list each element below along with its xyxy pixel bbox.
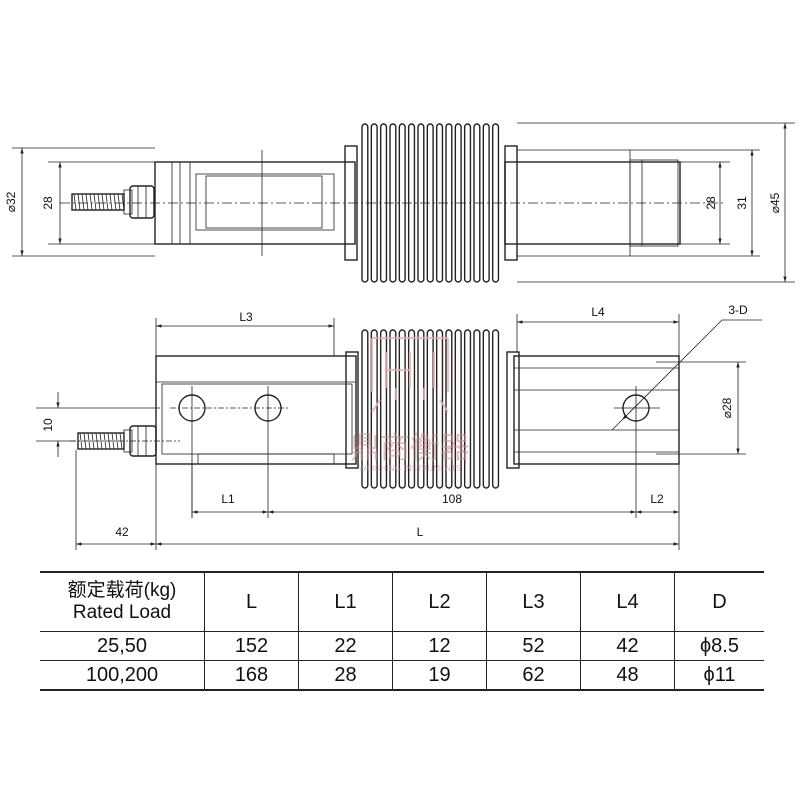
watermark-logo: 鼎商衡器 WEIGHING INSTRUMENTS [350, 336, 470, 473]
bellows-fold [389, 329, 397, 489]
thread-line [109, 193, 113, 211]
cell-D: ϕ11 [674, 660, 764, 691]
thread-line [111, 432, 115, 450]
thread-line [113, 193, 117, 211]
thread-line [97, 193, 101, 211]
cell-L4: 42 [580, 631, 675, 661]
cell-L1: 22 [298, 631, 393, 661]
table-row: 100,200 168 28 19 62 48 ϕ11 [40, 660, 764, 691]
front-view: 10 L3 L4 3-D ⌀28 L1 108 L2 42 [36, 303, 762, 550]
cell-load: 25,50 [40, 631, 205, 661]
bellows-fold [435, 329, 444, 489]
watermark-english: WEIGHING INSTRUMENTS [359, 464, 461, 473]
dim-108: 108 [442, 492, 462, 506]
thread-line [115, 432, 119, 450]
dim-L3: L3 [239, 310, 253, 324]
dim-L1: L1 [221, 492, 235, 506]
bellows-fold [426, 329, 434, 489]
cable-thread-front [79, 432, 123, 450]
thread-line [91, 432, 95, 450]
cell-L4: 48 [580, 660, 675, 691]
rated-load-header: 额定载荷(kg) Rated Load [40, 571, 205, 632]
bellows-fold [473, 329, 481, 489]
col-header-D: D [674, 571, 764, 632]
bellows-fold [361, 329, 369, 489]
thread-line [77, 193, 81, 211]
thread-line [73, 193, 77, 211]
thread-line [121, 193, 125, 211]
thread-line [101, 193, 105, 211]
col-header-L2: L2 [392, 571, 487, 632]
cell-L2: 19 [392, 660, 487, 691]
dim-28-right: 28 [704, 196, 718, 210]
dim-10: 10 [41, 418, 55, 432]
bellows-fold [482, 329, 490, 489]
dim-31: 31 [735, 196, 749, 210]
cell-L: 168 [204, 660, 299, 691]
thread-line [93, 193, 97, 211]
rated-load-header-en: Rated Load [72, 602, 172, 623]
dim-L4: L4 [591, 305, 605, 319]
spec-table: 额定载荷(kg) Rated Load L L1 L2 L3 L4 D 25,5… [40, 571, 764, 691]
thread-line [105, 193, 109, 211]
cell-L1: 28 [298, 660, 393, 691]
dim-phi28: ⌀28 [720, 397, 734, 418]
cable-thread-top [73, 193, 125, 211]
thread-line [89, 193, 93, 211]
col-header-L: L [204, 571, 299, 632]
dim-L2: L2 [650, 492, 664, 506]
cell-L3: 62 [486, 660, 581, 691]
bellows-fold [463, 329, 472, 489]
table-header-row: 额定载荷(kg) Rated Load L L1 L2 L3 L4 D [40, 571, 764, 632]
cell-load: 100,200 [40, 660, 205, 691]
bellows-fold [454, 329, 462, 489]
thread-line [79, 432, 83, 450]
col-header-L4: L4 [580, 571, 675, 632]
thread-line [87, 432, 91, 450]
dim-3D: 3-D [728, 303, 748, 317]
top-view: ⌀32 28 28 31 ⌀45 [4, 122, 795, 283]
watermark-chinese: 鼎商衡器 [350, 431, 470, 466]
dim-phi45: ⌀45 [768, 192, 782, 213]
bellows-fold [398, 329, 406, 489]
table-row: 25,50 152 22 12 52 42 ϕ8.5 [40, 631, 764, 661]
thread-line [81, 193, 85, 211]
thread-line [117, 193, 121, 211]
bellows-fold [379, 329, 388, 489]
dim-28-left: 28 [41, 196, 55, 210]
bellows-front [361, 329, 500, 489]
bellows-fold [491, 329, 500, 489]
bellows-fold [370, 329, 378, 489]
col-header-L1: L1 [298, 571, 393, 632]
thread-line [103, 432, 107, 450]
dim-42: 42 [115, 525, 129, 539]
cell-L3: 52 [486, 631, 581, 661]
thread-line [99, 432, 103, 450]
dim-L: L [417, 525, 424, 539]
thread-line [85, 193, 89, 211]
cell-L2: 12 [392, 631, 487, 661]
dim-phi32: ⌀32 [4, 191, 18, 212]
rated-load-header-cn: 额定载荷(kg) [67, 580, 177, 601]
col-header-L3: L3 [486, 571, 581, 632]
bellows-fold [417, 329, 425, 489]
cell-D: ϕ8.5 [674, 631, 764, 661]
cell-L: 152 [204, 631, 299, 661]
bellows-fold [407, 329, 416, 489]
